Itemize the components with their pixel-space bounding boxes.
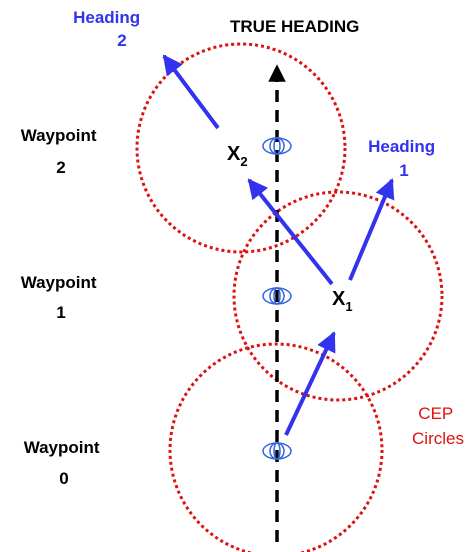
target-ellipse-icon	[262, 442, 292, 460]
heading-2-label: Heading 2	[73, 8, 145, 50]
cep-circles	[135, 42, 444, 552]
heading-1-vector	[348, 178, 395, 281]
target-ellipse-icon	[262, 137, 292, 155]
heading-1-label: Heading 1	[368, 137, 440, 180]
waypoint-2-label: Waypoint 2	[21, 126, 102, 177]
cep-circle-waypoint-2	[135, 42, 347, 254]
position-x2-label: X2	[227, 143, 248, 169]
cep-circle-waypoint-0	[168, 342, 384, 552]
heading-2-vector	[162, 54, 220, 130]
waypoint-markers	[262, 137, 292, 460]
x1-to-x2-vector	[247, 178, 334, 286]
waypoint-1-label: Waypoint 1	[21, 273, 102, 322]
waypoint-0-label: Waypoint 0	[24, 438, 105, 488]
heading-0-to-x1-vector	[284, 331, 336, 436]
heading-vectors	[162, 54, 395, 436]
position-x1-label: X1	[332, 288, 353, 314]
cep-circles-label: CEP Circles	[412, 404, 464, 448]
target-ellipse-icon	[262, 287, 292, 305]
cep-circle-waypoint-1	[232, 190, 444, 402]
diagram-title: TRUE HEADING	[230, 17, 359, 36]
